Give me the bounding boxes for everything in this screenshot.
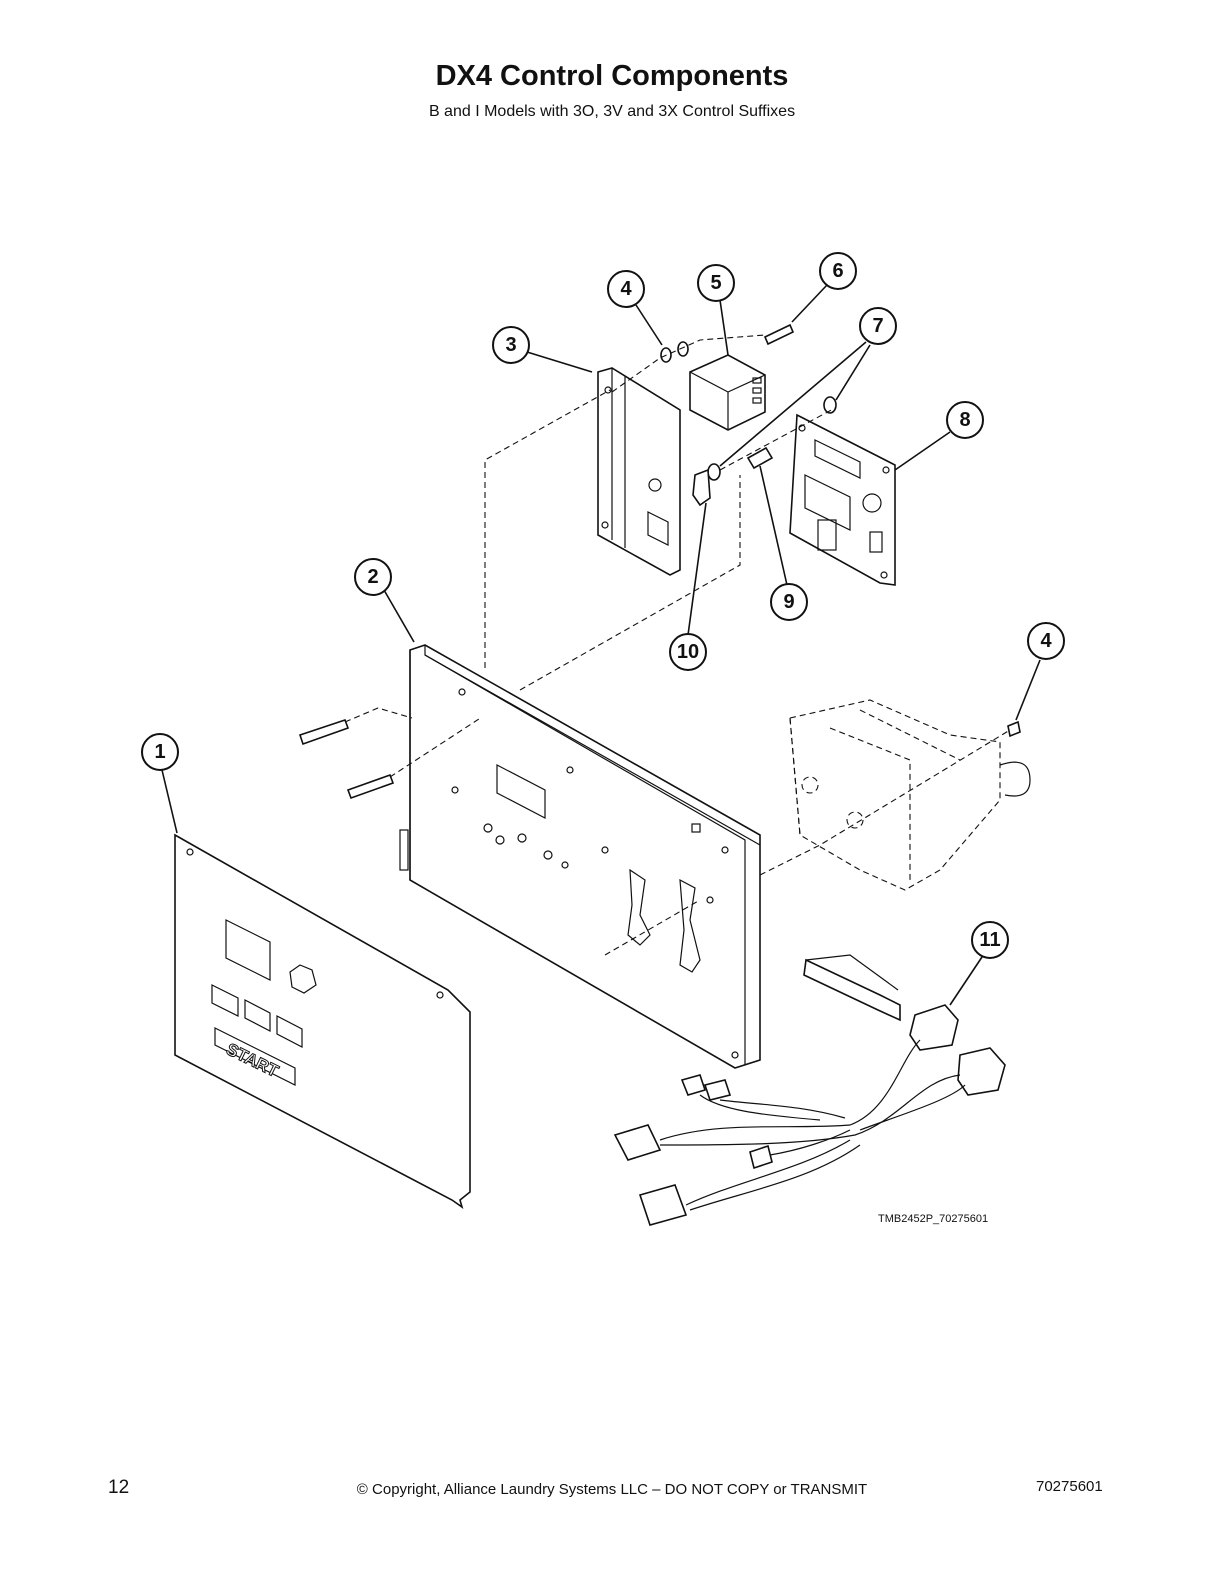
callout-4-upper-label: 4	[620, 278, 632, 300]
page-subtitle: B and I Models with 3O, 3V and 3X Contro…	[428, 103, 796, 120]
standoff-nuts	[707, 396, 837, 481]
callout-6: 6	[819, 252, 857, 290]
standoff	[746, 446, 774, 470]
callout-7-label: 7	[872, 315, 883, 337]
document-number: 70275601	[1036, 1478, 1103, 1495]
figure-code: TMB2452P_70275601	[878, 1213, 988, 1225]
callout-11-label: 11	[979, 929, 1000, 951]
relay-mounting-bracket	[597, 367, 681, 576]
callout-10: 10	[669, 633, 707, 671]
callout-3: 3	[492, 326, 530, 364]
callout-3-label: 3	[505, 334, 516, 356]
relay	[689, 354, 766, 431]
leader-lines	[161, 284, 1041, 1006]
callout-9-label: 9	[783, 591, 794, 613]
callout-7: 7	[859, 307, 897, 345]
panel-screws	[298, 707, 483, 800]
callout-8-label: 8	[959, 409, 970, 431]
callout-4-upper: 4	[607, 270, 645, 308]
callout-1: 1	[141, 733, 179, 771]
callout-2: 2	[354, 558, 392, 596]
wiring-harness	[613, 954, 1006, 1226]
front-overlay-panel: START	[174, 833, 471, 1209]
assembly-lines	[484, 334, 1011, 956]
control-panel-bracket	[399, 644, 761, 1069]
callout-4-lower: 4	[1027, 622, 1065, 660]
page-title: DX4 Control Components	[435, 60, 789, 92]
callout-6-label: 6	[832, 260, 843, 282]
callout-8: 8	[946, 401, 984, 439]
callout-2-label: 2	[367, 566, 378, 588]
door-switch-assembly	[789, 699, 1031, 891]
relay-screw	[763, 323, 795, 346]
control-board	[789, 413, 896, 586]
clip	[692, 468, 711, 507]
callout-10-label: 10	[677, 641, 699, 663]
callout-9: 9	[770, 583, 808, 621]
callout-1-label: 1	[154, 741, 165, 763]
page-number: 12	[108, 1477, 130, 1498]
callout-5: 5	[697, 264, 735, 302]
callout-5-label: 5	[710, 272, 721, 294]
callout-4-lower-label: 4	[1040, 630, 1052, 652]
callout-11: 11	[971, 921, 1009, 959]
copyright-notice: © Copyright, Alliance Laundry Systems LL…	[356, 1481, 868, 1498]
